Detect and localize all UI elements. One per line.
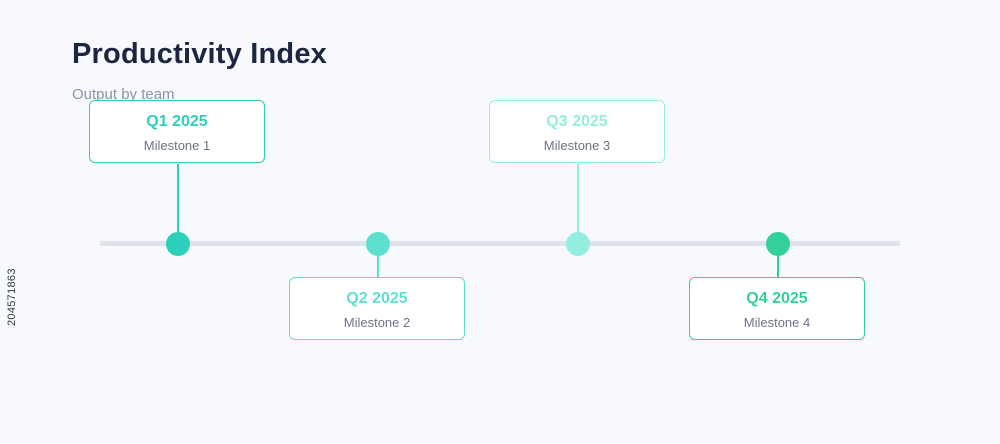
milestone-connector [377, 243, 379, 278]
milestone-label: Milestone 1 [143, 138, 211, 153]
milestone-dot[interactable] [566, 232, 590, 256]
milestone-connector [577, 164, 579, 243]
timeline-track [100, 241, 900, 246]
milestone-dot[interactable] [366, 232, 390, 256]
milestone-quarter: Q4 2025 [746, 290, 808, 307]
page-subtitle: Output by team [72, 86, 175, 103]
milestone-card[interactable]: Q3 2025 Milestone 3 [489, 100, 665, 163]
milestone-quarter: Q1 2025 [146, 113, 208, 130]
milestone-connector [177, 164, 179, 243]
milestone-label: Milestone 2 [343, 315, 411, 330]
milestone-dot[interactable] [166, 232, 190, 256]
page-title: Productivity Index [72, 38, 327, 70]
milestone-quarter: Q3 2025 [546, 113, 608, 130]
milestone-card[interactable]: Q2 2025 Milestone 2 [289, 277, 465, 340]
milestone-quarter: Q2 2025 [346, 290, 408, 307]
milestone-card[interactable]: Q4 2025 Milestone 4 [689, 277, 865, 340]
milestone-label: Milestone 4 [743, 315, 811, 330]
stock-watermark-id: 204571863 [6, 268, 18, 326]
milestone-dot[interactable] [766, 232, 790, 256]
milestone-label: Milestone 3 [543, 138, 611, 153]
milestone-card[interactable]: Q1 2025 Milestone 1 [89, 100, 265, 163]
milestone-connector [777, 243, 779, 278]
